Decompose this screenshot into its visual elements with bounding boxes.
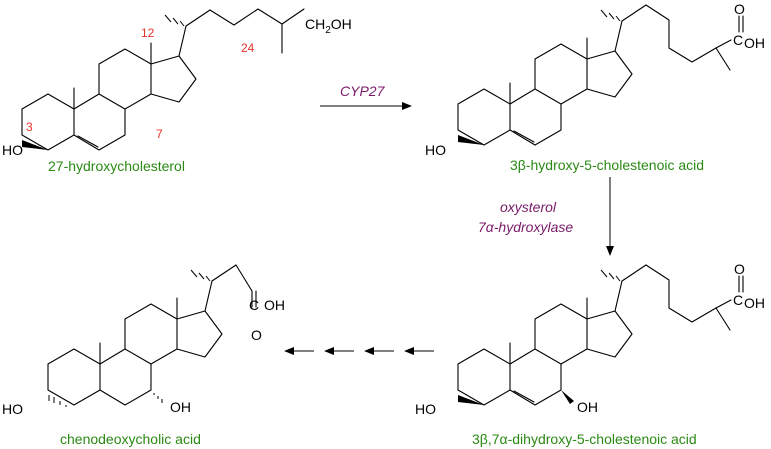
enzyme-label-cyp27: CYP27 [340, 83, 386, 99]
7-oh-label: OH [577, 399, 598, 415]
ho-label: HO [415, 401, 436, 417]
carboxyl-oh-label: OH [744, 295, 765, 311]
atom-number-7: 7 [156, 127, 163, 141]
atom-number-12: 12 [141, 26, 155, 40]
carboxyl-oh-label: OH [744, 35, 765, 51]
reaction-arrow-oxysterol-7a-hydroxylase: oxysterol 7α-hydroxylase [478, 177, 614, 256]
structure-3b-7a-dihydroxy-5-cholestenoic-acid: HO OH O C OH 3β,7α-dihydroxy-5-cholesten… [415, 261, 765, 447]
carboxyl-oh-label: OH [264, 297, 285, 313]
atom-number-24: 24 [241, 41, 255, 55]
ch2oh-label: CH2OH [305, 16, 352, 36]
reaction-arrow-cyp27: CYP27 [320, 83, 412, 110]
structure-chenodeoxycholic-acid: HO OH C OH O chenodeoxycholic acid [2, 264, 285, 447]
carbonyl-o-label: O [251, 327, 262, 343]
atom-number-3: 3 [26, 120, 33, 134]
carboxyl-c-label: C [249, 297, 259, 313]
compound-name-3b-hydroxy-5-cholestenoic-acid: 3β-hydroxy-5-cholestenoic acid [510, 157, 704, 173]
carboxyl-c-label: C [733, 32, 743, 48]
carbonyl-o-label: O [734, 261, 745, 277]
carbonyl-o-label: O [734, 1, 745, 17]
compound-name-27-hydroxycholesterol: 27-hydroxycholesterol [48, 158, 185, 174]
carboxyl-c-label: C [733, 292, 743, 308]
ho-label: HO [2, 142, 23, 158]
7-oh-label: OH [170, 399, 191, 415]
enzyme-label-oxysterol: oxysterol [500, 199, 557, 215]
structure-27-hydroxycholesterol: HO CH2OH 3 12 24 7 27-hydroxycholesterol [2, 8, 352, 174]
ho-label: HO [425, 142, 446, 158]
multistep-arrows [284, 347, 434, 355]
structure-3b-hydroxy-5-cholestenoic-acid: HO O C OH 3β-hydroxy-5-cholestenoic acid [425, 1, 765, 173]
ho-label: HO [2, 401, 23, 417]
compound-name-3b-7a-dihydroxy-5-cholestenoic-acid: 3β,7α-dihydroxy-5-cholestenoic acid [472, 431, 697, 447]
compound-name-chenodeoxycholic-acid: chenodeoxycholic acid [60, 431, 201, 447]
enzyme-label-7a-hydroxylase: 7α-hydroxylase [478, 219, 573, 235]
